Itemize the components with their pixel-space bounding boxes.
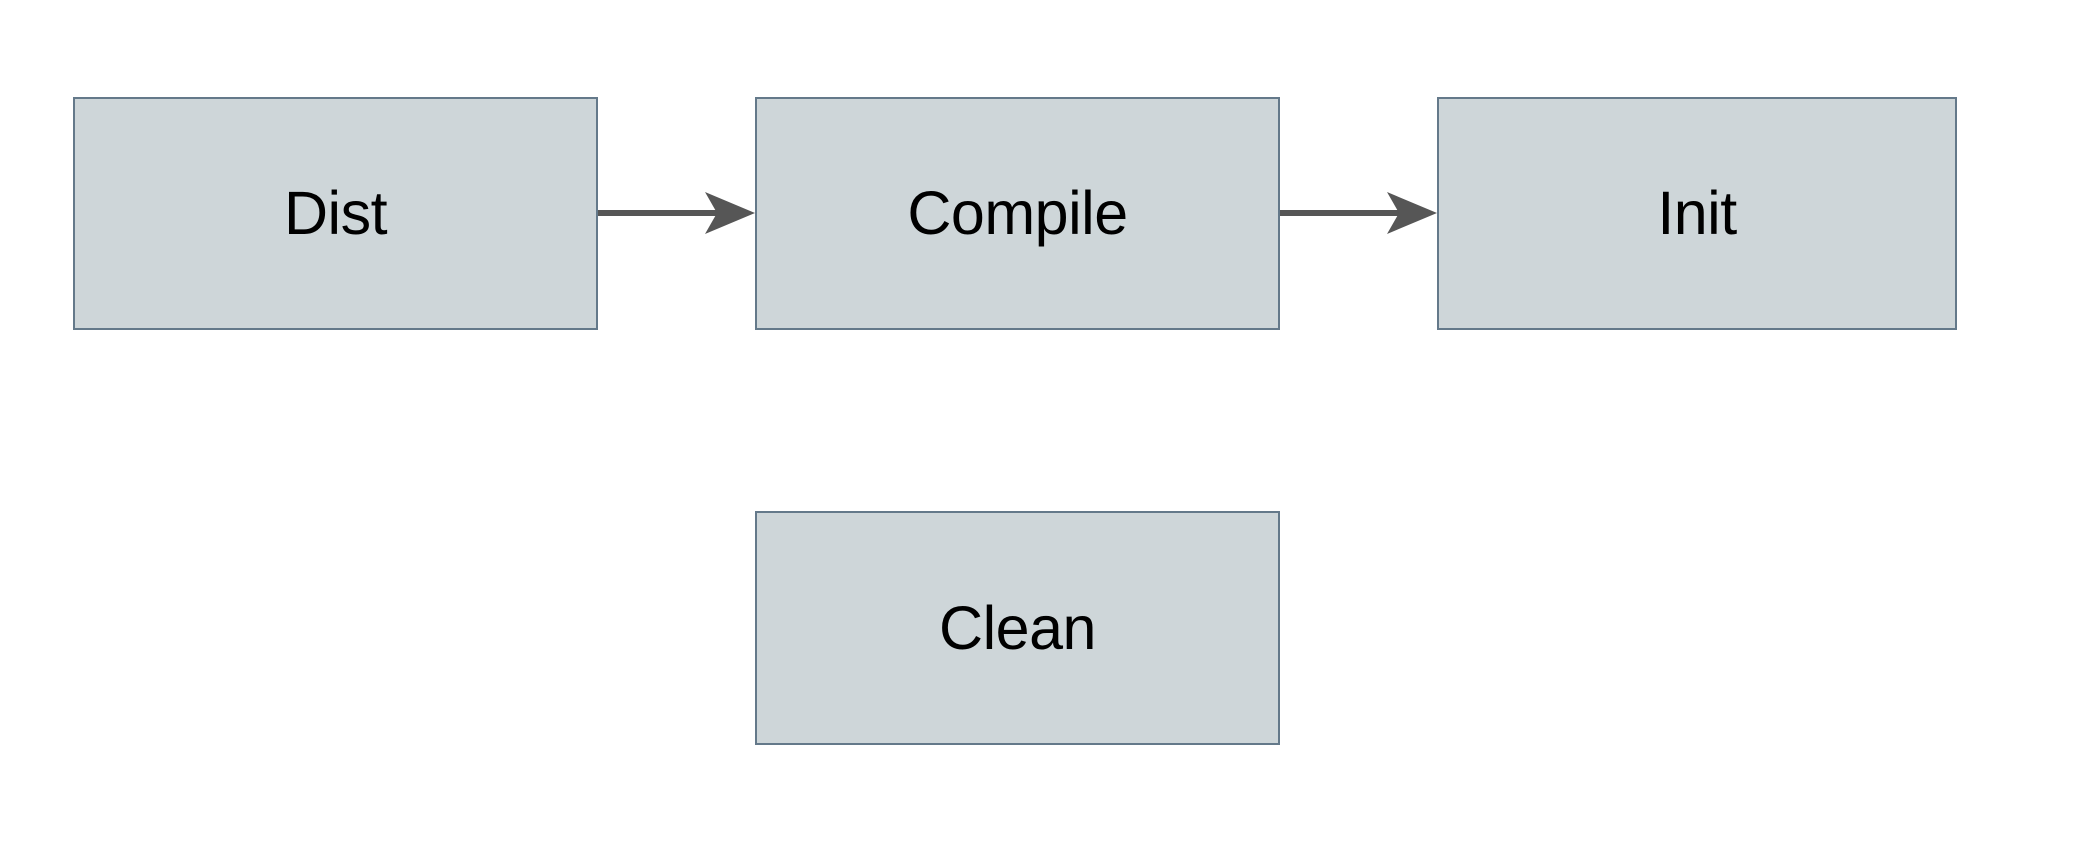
node-compile[interactable]: Compile	[755, 97, 1280, 330]
arrowhead-icon	[1387, 192, 1437, 234]
node-compile-label: Compile	[907, 179, 1128, 247]
node-clean-label: Clean	[939, 593, 1096, 662]
node-clean[interactable]: Clean	[755, 511, 1280, 745]
arrowhead-icon	[705, 192, 755, 234]
node-init-label: Init	[1657, 179, 1737, 247]
connector-dist-to-compile[interactable]	[598, 183, 755, 243]
connector-compile-to-init[interactable]	[1280, 183, 1437, 243]
node-dist-label: Dist	[283, 179, 388, 247]
node-init[interactable]: Init	[1437, 97, 1957, 330]
node-dist[interactable]: Dist	[73, 97, 598, 330]
